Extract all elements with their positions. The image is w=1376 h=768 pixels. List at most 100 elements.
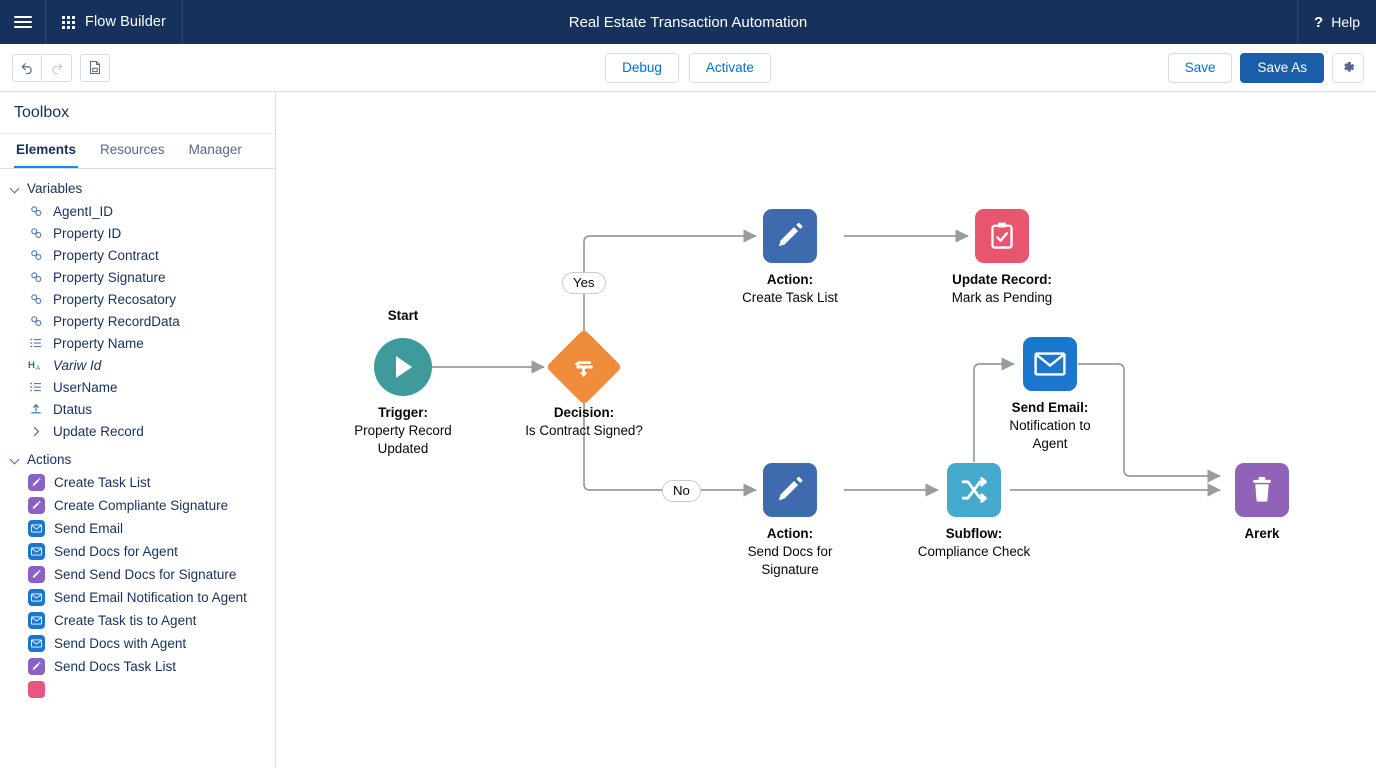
tree-item-variable[interactable]: UserName <box>0 376 275 398</box>
tree-item-label: Dtatus <box>53 401 93 417</box>
node-decision[interactable]: Decision: Is Contract Signed? <box>525 328 643 438</box>
tree-item-label: Property RecordData <box>53 313 180 329</box>
node-start[interactable]: Start Trigger: Property Record Updated <box>354 308 452 456</box>
hamburger-menu-icon[interactable] <box>0 0 46 44</box>
tree-item-action[interactable]: Send Send Docs for Signature <box>0 563 275 586</box>
tree-item-variable[interactable]: Property ID <box>0 222 275 244</box>
tree-item-action[interactable]: Send Docs for Agent <box>0 540 275 563</box>
tree-item-action[interactable]: Send Email <box>0 517 275 540</box>
node-create-task-list[interactable]: Action: Create Task List <box>742 209 838 305</box>
tree-item-variable[interactable]: H A Variw Id <box>0 354 275 376</box>
envelope-icon <box>28 635 45 652</box>
link-chain-icon <box>28 203 44 219</box>
link-chain-icon <box>28 269 44 285</box>
save-button[interactable]: Save <box>1167 52 1233 83</box>
tree-item-variable[interactable]: Property Name <box>0 332 275 354</box>
tree-item-label: Create Task tis to Agent <box>54 613 197 628</box>
pencil-icon <box>28 658 45 675</box>
tree-item-label: Create Compliante Signature <box>54 498 229 513</box>
node-start-label: Trigger: Property Record Updated <box>354 405 452 456</box>
node-send-docs-label: Action: Send Docs for Signature <box>747 526 833 577</box>
tree-item-label: Update Record <box>53 423 144 439</box>
list-icon <box>28 335 44 351</box>
debug-button[interactable]: Debug <box>605 52 679 83</box>
tree-item-label: Send Docs for Agent <box>54 544 178 559</box>
toolbox-sidebar: Toolbox Elements Resources Manager Varia… <box>0 92 276 768</box>
link-chain-icon <box>28 225 44 241</box>
save-as-button[interactable]: Save As <box>1240 52 1324 83</box>
chevron-right-icon <box>28 423 44 439</box>
envelope-icon <box>28 543 45 560</box>
tree-item-label: Property ID <box>53 225 122 241</box>
tree-item-variable[interactable]: AgentI_ID <box>0 200 275 222</box>
tree-item-variable[interactable]: Dtatus <box>0 398 275 420</box>
play-icon <box>374 338 432 396</box>
pencil-icon <box>28 474 45 491</box>
flow-canvas[interactable]: Start Trigger: Property Record Updated <box>276 92 1376 768</box>
app-launcher[interactable]: Flow Builder <box>46 0 183 44</box>
branch-label-yes: Yes <box>562 272 606 294</box>
upload-icon <box>28 401 44 417</box>
help-button[interactable]: ? Help <box>1297 0 1376 44</box>
tree-item-action[interactable]: Create Task tis to Agent <box>0 609 275 632</box>
pencil-icon <box>28 566 45 583</box>
tree-item-label: Variw Id <box>53 357 102 373</box>
tree-item-variable[interactable]: Property Signature <box>0 266 275 288</box>
tab-resources[interactable]: Resources <box>100 142 165 157</box>
editor-toolbar: Debug Activate Save Save As <box>0 44 1376 92</box>
clipboard-check-icon <box>975 209 1029 263</box>
main-body: Toolbox Elements Resources Manager Varia… <box>0 92 1376 768</box>
page-title: Real Estate Transaction Automation <box>568 13 808 31</box>
app-name-label: Flow Builder <box>85 14 166 30</box>
svg-text:H: H <box>28 360 35 371</box>
group-header-actions[interactable]: Actions <box>0 448 275 471</box>
tree-item-label: Send Docs Task List <box>54 659 177 674</box>
group-label-actions: Actions <box>27 452 72 467</box>
tree-item-action[interactable]: Send Email Notification to Agent <box>0 586 275 609</box>
activate-button[interactable]: Activate <box>688 52 771 83</box>
tree-item-variable[interactable]: Property Recosatory <box>0 288 275 310</box>
pencil-icon <box>763 209 817 263</box>
toolbox-title: Toolbox <box>0 92 275 134</box>
link-chain-icon <box>28 247 44 263</box>
tree-item-label: UserName <box>53 379 118 395</box>
node-subflow[interactable]: Subflow: Compliance Check <box>918 463 1030 559</box>
envelope-icon <box>1023 337 1077 391</box>
tree-item-action[interactable] <box>0 678 275 701</box>
node-send-docs[interactable]: Action: Send Docs for Signature <box>748 463 832 577</box>
app-header: Flow Builder Real Estate Transaction Aut… <box>0 0 1376 44</box>
node-send-email[interactable]: Send Email: Notification to Agent <box>1009 337 1091 451</box>
redo-button[interactable] <box>42 53 72 82</box>
node-subflow-label: Subflow: Compliance Check <box>917 526 1031 559</box>
group-label-variables: Variables <box>27 181 83 196</box>
node-arerk-label: Arerk <box>1244 526 1280 541</box>
tree-item-label: Send Email Notification to Agent <box>54 590 247 605</box>
tree-item-label: Property Recosatory <box>53 291 177 307</box>
node-arerk[interactable]: Arerk <box>1235 463 1289 541</box>
tree-item-variable[interactable]: Property Contract <box>0 244 275 266</box>
tree-item-action[interactable]: Create Compliante Signature <box>0 494 275 517</box>
tab-elements[interactable]: Elements <box>14 134 79 168</box>
shuffle-arrows-icon <box>947 463 1001 517</box>
envelope-icon <box>28 612 45 629</box>
pencil-icon <box>763 463 817 517</box>
tree-item-label: Send Email <box>54 521 124 536</box>
tree-item-action[interactable]: Send Docs with Agent <box>0 632 275 655</box>
tree-item-variable[interactable]: Update Record <box>0 420 275 442</box>
gear-icon[interactable] <box>1332 52 1364 83</box>
undo-button[interactable] <box>12 53 42 82</box>
node-update-record[interactable]: Update Record: Mark as Pending <box>952 209 1052 305</box>
tab-manager[interactable]: Manager <box>188 142 242 157</box>
tree-item-label: Property Signature <box>53 269 166 285</box>
group-header-variables[interactable]: Variables <box>0 177 275 200</box>
tree-item-action[interactable]: Send Docs Task List <box>0 655 275 678</box>
tree-item-action[interactable]: Create Task List <box>0 471 275 494</box>
copy-document-button[interactable] <box>80 53 110 82</box>
link-chain-icon <box>28 313 44 329</box>
tree-item-label: Send Send Docs for Signature <box>54 567 237 582</box>
node-decision-label: Decision: Is Contract Signed? <box>525 405 643 438</box>
clipboard-icon <box>28 681 45 698</box>
chevron-down-icon <box>10 455 20 465</box>
tree-item-variable[interactable]: Property RecordData <box>0 310 275 332</box>
envelope-icon <box>28 520 45 537</box>
